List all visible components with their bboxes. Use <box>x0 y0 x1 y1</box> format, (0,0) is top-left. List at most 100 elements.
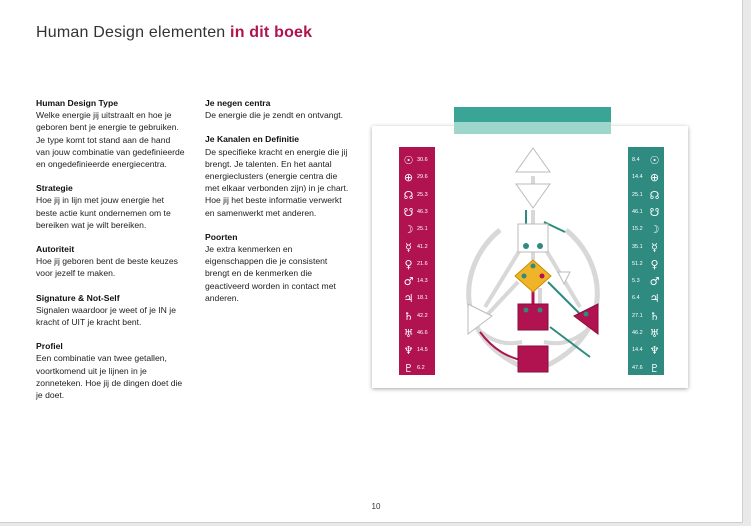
page-title: Human Design elementen in dit boek <box>36 24 312 42</box>
planet-gate-value: 30.6 <box>417 157 428 163</box>
outer-arc-right <box>544 228 600 369</box>
section-heading: Signature & Not-Self <box>36 292 120 303</box>
section-text: Signalen waardoor je weet of je IN je kr… <box>36 304 176 328</box>
planet-row: ♂14.3 <box>399 272 435 290</box>
earth-icon: ⊕ <box>403 171 414 185</box>
planet-gate-value: 42.2 <box>417 312 428 319</box>
mercury-icon: ☿ <box>651 240 658 254</box>
jupiter-icon: ♃ <box>403 292 414 306</box>
planet-gate-value: 25.3 <box>417 191 428 198</box>
planet-row: ♂5.3 <box>628 272 664 290</box>
channel-active <box>547 281 581 315</box>
gate-dot <box>539 273 545 279</box>
channel <box>483 248 522 309</box>
planet-row: ☉ 8.4 <box>628 151 664 169</box>
uranus-icon: ♅ <box>403 327 414 340</box>
planet-row: ♇6.2 <box>399 359 435 377</box>
section-text: Welke energie jij uitstraalt en hoe je g… <box>36 110 185 170</box>
teal-band <box>454 107 611 122</box>
section-text: Een combinatie van twee getallen, voortk… <box>36 353 183 401</box>
planet-gate-value: 14.5 <box>417 347 428 354</box>
channel-active <box>549 326 591 358</box>
planet-gate-value: 21.6 <box>417 260 428 267</box>
channel <box>486 280 520 316</box>
planet-gate-value: 46.3 <box>417 208 428 215</box>
planet-gate-value: 46.6 <box>417 330 428 336</box>
section-text: Hoe jij in lijn met jouw energie het bes… <box>36 195 171 230</box>
section-centra: Je negen centra De energie die je zendt e… <box>205 97 353 121</box>
saturn-icon: ♄ <box>403 309 414 323</box>
gate-dot <box>537 307 543 313</box>
earth-icon: ⊕ <box>649 171 660 185</box>
planet-row: ♆14.5 <box>399 341 435 359</box>
planet-row: ♇ 47.6 <box>628 359 664 377</box>
root-center <box>517 345 549 373</box>
sacral-center <box>517 303 549 331</box>
planet-gate-value: 29.6 <box>417 174 428 181</box>
planet-row: ☋46.1 <box>628 203 664 221</box>
light-teal-band <box>454 122 611 134</box>
section-text: De specifieke kracht en energie die jij … <box>205 146 349 218</box>
north-node-icon: ☊ <box>649 188 660 202</box>
moon-icon: ☽ <box>403 223 414 237</box>
section-text: De energie die je zendt en ontvangt. <box>205 110 344 121</box>
head-center <box>515 147 551 173</box>
planet-row: ♆ 14.4 <box>628 341 664 359</box>
planet-gate-value: 46.2 <box>632 330 643 336</box>
planet-row: ♃6.4 <box>628 289 664 307</box>
section-heading: Je Kanalen en Definitie <box>205 134 300 145</box>
saturn-icon: ♄ <box>649 309 660 323</box>
neptune-icon: ♆ <box>403 344 414 358</box>
section-heading: Human Design Type <box>36 98 118 108</box>
neptune-icon: ♆ <box>649 344 660 358</box>
planet-gate-value: 6.2 <box>417 364 425 371</box>
planet-gate-value: 14.4 <box>632 347 643 354</box>
venus-icon: ♀ <box>404 257 413 271</box>
planet-gate-value: 35.1 <box>632 243 643 250</box>
gate-dot <box>521 273 527 279</box>
solar-plexus-center <box>573 303 599 335</box>
planet-row: ♅46.2 <box>628 324 664 342</box>
planet-row: ☿41.2 <box>399 238 435 256</box>
planet-gate-value: 5.3 <box>632 278 640 285</box>
planet-gate-value: 41.2 <box>417 243 428 250</box>
outer-arc-left <box>466 228 522 369</box>
section-heading: Profiel <box>36 341 63 352</box>
section-heading: Je negen centra <box>205 98 271 108</box>
planet-row: ♃18.1 <box>399 289 435 307</box>
mars-icon: ♂ <box>403 275 414 289</box>
personality-planet-column: ☉8.4⊕14.4☊25.1☋46.1☽15.2☿35.1♀51.2♂5.3♃6… <box>628 147 664 375</box>
planet-gate-value: 51.2 <box>632 260 643 267</box>
planet-gate-value: 25.1 <box>417 226 428 233</box>
gate-dot <box>537 243 543 249</box>
planet-gate-value: 46.1 <box>632 208 643 215</box>
pluto-icon: ♇ <box>649 361 660 375</box>
planet-row: ⊕29.6 <box>399 168 435 186</box>
planet-gate-value: 47.6 <box>632 364 643 371</box>
bodygraph-diagram <box>466 147 600 373</box>
section-text: Je extra kenmerken en eigenschappen die … <box>205 244 336 303</box>
section-heading: Autoriteit <box>36 244 75 255</box>
pluto-icon: ♇ <box>403 361 414 375</box>
planet-row: ♀ 21.6 <box>399 255 435 273</box>
planet-row: ☽25.1 <box>399 220 435 238</box>
title-accent: in dit boek <box>230 24 313 41</box>
sun-icon: ☉ <box>649 154 660 167</box>
south-node-icon: ☋ <box>403 205 414 219</box>
sun-icon: ☉ <box>403 154 414 167</box>
planet-gate-value: 8.4 <box>632 157 640 163</box>
north-node-icon: ☊ <box>403 188 414 202</box>
design-planet-column: ☉30.6⊕29.6☊25.3☋46.3☽25.1☿41.2♀21.6♂14.3… <box>399 147 435 375</box>
planet-row: ♀51.2 <box>628 255 664 273</box>
section-text: Hoe jij geboren bent de beste keuzes voo… <box>36 256 178 279</box>
gate-dot <box>523 307 529 313</box>
planet-gate-value: 15.2 <box>632 226 643 233</box>
planet-row: ☋46.3 <box>399 203 435 221</box>
planet-gate-value: 25.1 <box>632 191 643 198</box>
channel-active <box>479 331 521 361</box>
planet-row: ☉30.6 <box>399 151 435 169</box>
page-number: 10 <box>371 502 381 511</box>
